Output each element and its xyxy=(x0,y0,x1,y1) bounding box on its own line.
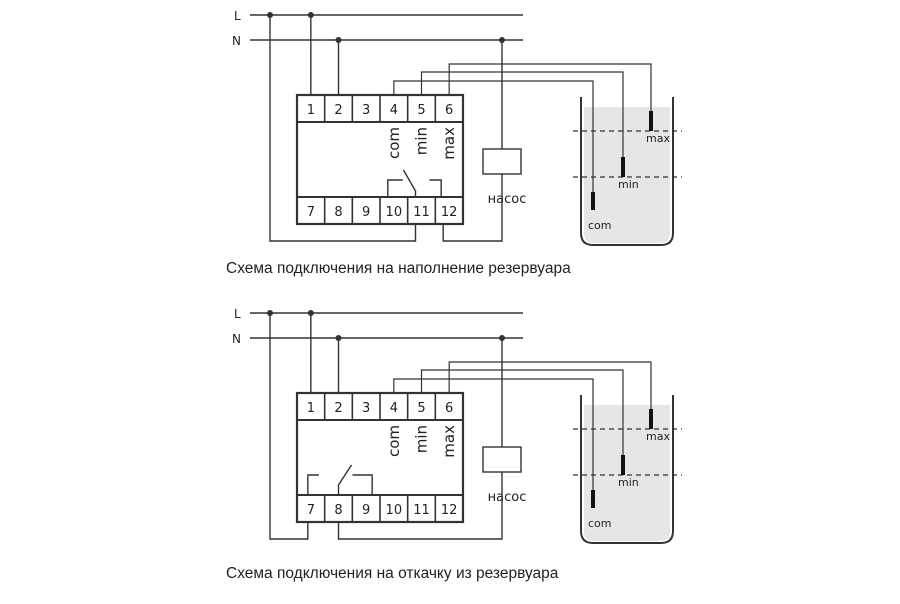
tank-outline xyxy=(580,97,674,246)
tank-label-com: com xyxy=(588,517,612,530)
electrode-max xyxy=(649,409,653,429)
pump-label: насос xyxy=(488,192,527,207)
terminal-12: 12 xyxy=(441,205,458,220)
tank-label-max: max xyxy=(646,430,670,443)
terminal-8: 8 xyxy=(334,205,342,220)
sensor-label-com: com xyxy=(385,127,403,159)
terminal-6: 6 xyxy=(445,103,453,118)
tank-label-min: min xyxy=(618,476,639,489)
pump-label: насос xyxy=(488,490,527,505)
tank-water xyxy=(584,107,670,243)
terminal-4: 4 xyxy=(390,401,398,416)
terminal-11: 11 xyxy=(413,503,430,518)
terminal-11: 11 xyxy=(413,205,430,220)
caption-drain: Схема подключения на откачку из резервуа… xyxy=(226,565,559,582)
relay-contact-no xyxy=(429,179,442,197)
line-label-N: N xyxy=(232,332,241,346)
sensor-wire-min xyxy=(420,369,624,475)
electrode-min xyxy=(621,455,625,475)
sensor-label-min: min xyxy=(413,425,431,453)
relay-contact-nc xyxy=(307,474,319,495)
terminal-12: 12 xyxy=(441,503,458,518)
relay-contact-no xyxy=(352,474,373,495)
tank-label-com: com xyxy=(588,219,612,232)
sensor-wire-com xyxy=(393,80,594,210)
terminal-3: 3 xyxy=(362,103,370,118)
terminal-3: 3 xyxy=(362,401,370,416)
terminal-1: 1 xyxy=(307,401,315,416)
sensor-wire-max xyxy=(448,63,652,131)
tank-outline xyxy=(580,395,674,544)
terminal-2: 2 xyxy=(334,103,342,118)
terminal-10: 10 xyxy=(386,503,403,518)
sensor-label-min: min xyxy=(413,127,431,155)
terminal-5: 5 xyxy=(417,401,425,416)
terminal-2: 2 xyxy=(334,401,342,416)
terminal-7: 7 xyxy=(307,503,315,518)
electrode-com xyxy=(591,192,595,210)
sensor-label-max: max xyxy=(440,127,458,160)
sensor-wire-com xyxy=(393,378,594,508)
line-label-N: N xyxy=(232,34,241,48)
caption-fill: Схема подключения на наполнение резервуа… xyxy=(226,260,571,277)
terminal-10: 10 xyxy=(386,205,403,220)
terminal-9: 9 xyxy=(362,205,370,220)
electrode-min xyxy=(621,157,625,177)
wire-terminal-8-pump xyxy=(337,472,503,540)
electrode-max xyxy=(649,111,653,131)
pump-box xyxy=(482,148,522,175)
relay-contact-switch xyxy=(337,464,353,495)
terminal-6: 6 xyxy=(445,401,453,416)
terminal-7: 7 xyxy=(307,205,315,220)
sensor-wire-min xyxy=(420,71,624,177)
terminal-5: 5 xyxy=(417,103,425,118)
pump-box xyxy=(482,446,522,473)
relay-contact-nc xyxy=(387,179,403,197)
sensor-label-max: max xyxy=(440,425,458,458)
sensor-wire-max xyxy=(448,361,652,429)
sensor-label-com: com xyxy=(385,425,403,457)
terminal-8: 8 xyxy=(334,503,342,518)
electrode-com xyxy=(591,490,595,508)
terminal-1: 1 xyxy=(307,103,315,118)
line-label-L: L xyxy=(234,9,241,23)
wire-terminal-12-pump xyxy=(442,174,503,242)
tank-water xyxy=(584,405,670,541)
terminal-4: 4 xyxy=(390,103,398,118)
tank-label-max: max xyxy=(646,132,670,145)
wire-L-terminal-11 xyxy=(269,15,417,242)
tank-label-min: min xyxy=(618,178,639,191)
terminal-9: 9 xyxy=(362,503,370,518)
line-label-L: L xyxy=(234,307,241,321)
wire-L-terminal-7 xyxy=(269,313,309,540)
relay-contact-switch xyxy=(402,169,417,197)
